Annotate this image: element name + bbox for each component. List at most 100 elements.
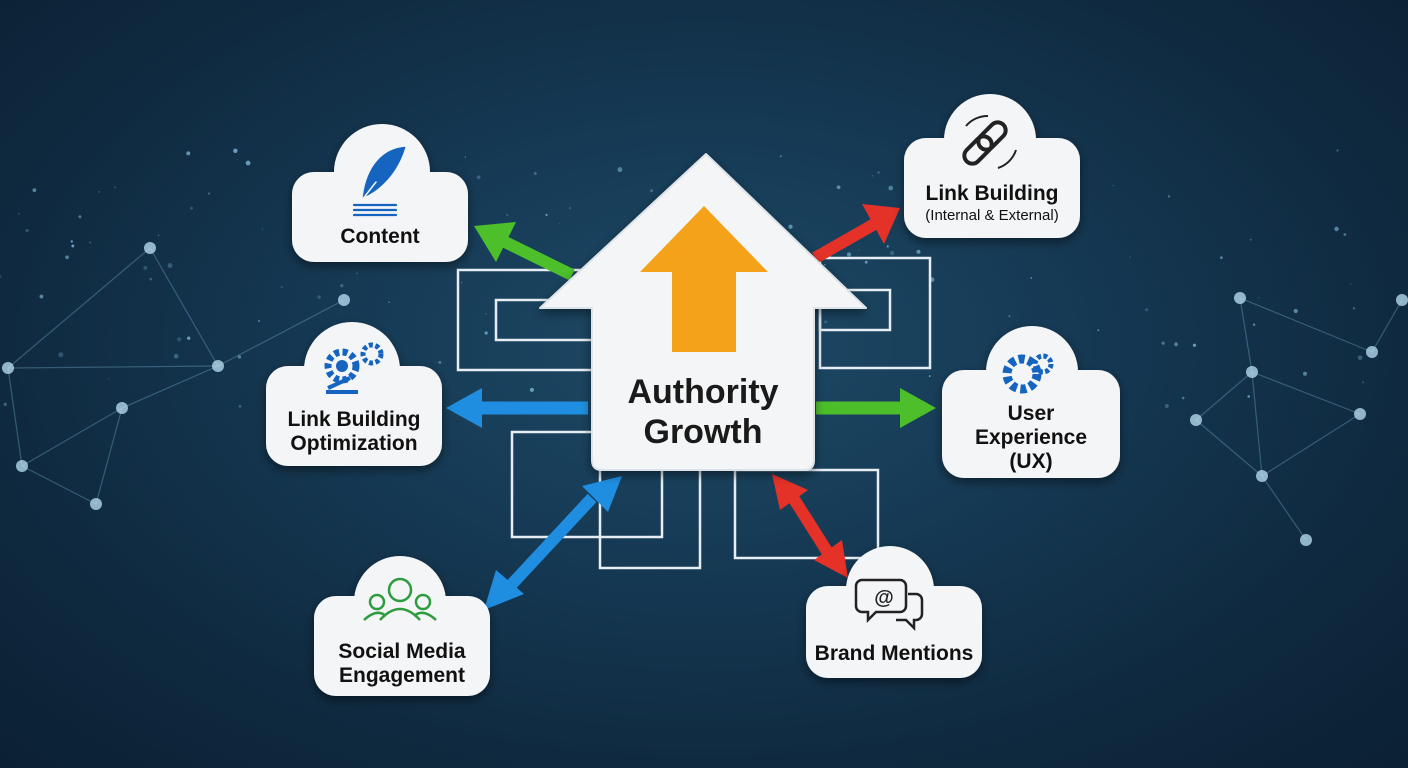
network-edge	[149, 247, 219, 367]
light-particle	[58, 352, 64, 358]
light-particle	[858, 249, 860, 251]
content-label: Content	[296, 225, 464, 249]
light-particle	[1112, 184, 1114, 187]
light-particle	[280, 286, 283, 289]
light-particle	[157, 234, 160, 237]
network-node	[116, 402, 128, 414]
user-experience-line2: Experience	[974, 426, 1088, 449]
light-particle	[238, 404, 242, 408]
user-experience-label: User Experience (UX)	[942, 402, 1120, 474]
link-building-sublabel: (Internal & External)	[925, 207, 1059, 224]
light-particle	[18, 213, 20, 215]
light-particle	[460, 282, 463, 284]
network-edge	[1261, 413, 1361, 477]
light-particle	[78, 215, 82, 219]
arrow-social-media-bidirectional	[484, 476, 622, 610]
light-particle	[107, 378, 110, 380]
center-title: Authority Growth	[592, 372, 814, 452]
light-particle	[824, 264, 826, 266]
light-particle	[1097, 329, 1100, 332]
user-experience-line1: User	[1007, 402, 1055, 425]
brand-mentions-label-text: Brand Mentions	[814, 642, 974, 665]
network-node	[1256, 470, 1268, 482]
light-particle	[1167, 195, 1171, 198]
light-particle	[871, 175, 874, 177]
center-title-line2: Growth	[643, 413, 763, 451]
light-particle	[545, 213, 548, 217]
light-particle	[1145, 308, 1149, 312]
cloud-brand-mentions	[806, 546, 982, 678]
network-edge	[21, 465, 97, 505]
light-particle	[529, 387, 534, 392]
light-particle	[1362, 381, 1365, 384]
light-particle	[340, 284, 344, 288]
gear-icon	[1002, 353, 1054, 394]
network-node	[1366, 346, 1378, 358]
arrow-to-link-building-optimization	[446, 388, 588, 428]
light-particle	[71, 244, 75, 248]
light-particle	[1336, 149, 1339, 152]
light-particle	[888, 185, 894, 191]
light-particle	[484, 331, 488, 335]
network-edge	[7, 367, 23, 467]
light-particle	[186, 151, 191, 156]
light-particle	[0, 275, 2, 279]
social-media-label: Social Media Engagement	[314, 640, 490, 688]
light-particle	[1174, 342, 1178, 347]
light-particle	[39, 294, 44, 299]
link-building-optimization-line2: Optimization	[290, 432, 418, 455]
light-particle	[3, 402, 8, 407]
light-particle	[257, 319, 260, 322]
network-edge	[1195, 371, 1253, 421]
network-node	[144, 242, 156, 254]
light-particle	[356, 272, 358, 274]
light-particle	[485, 313, 487, 315]
light-particle	[208, 192, 211, 195]
network-node	[1190, 414, 1202, 426]
light-particle	[143, 265, 148, 270]
network-edge	[7, 365, 219, 369]
light-particle	[877, 171, 880, 174]
light-particle	[1334, 226, 1339, 232]
chain-link-icon	[962, 114, 1017, 169]
light-particle	[388, 301, 390, 303]
arrow-to-link-building	[812, 204, 900, 264]
light-particle	[464, 156, 467, 158]
growth-arrow-icon	[640, 206, 768, 352]
light-particle	[149, 277, 153, 281]
network-edge	[217, 299, 345, 367]
light-particle	[1357, 355, 1363, 361]
light-particle	[1303, 371, 1307, 376]
network-edge	[21, 407, 123, 467]
social-media-line2: Engagement	[338, 664, 466, 687]
light-particle	[533, 171, 537, 176]
light-particle	[916, 249, 921, 254]
light-particle	[506, 214, 509, 217]
network-edge	[1371, 299, 1403, 353]
link-building-label-text: Link Building	[925, 182, 1059, 205]
light-particle	[1161, 341, 1165, 345]
network-edge	[7, 247, 151, 369]
light-particle	[167, 263, 173, 268]
arrow-to-content	[474, 222, 575, 281]
network-edge	[1195, 419, 1263, 477]
light-particle	[176, 337, 182, 342]
gears-icon	[324, 342, 384, 394]
light-particle	[89, 241, 92, 244]
light-particle	[317, 295, 321, 299]
brand-mentions-label: Brand Mentions	[806, 642, 982, 666]
light-particle	[70, 240, 73, 243]
network-node	[1396, 294, 1408, 306]
light-particle	[1352, 307, 1356, 310]
light-particle	[928, 375, 931, 378]
network-node	[1300, 534, 1312, 546]
network-node	[2, 362, 14, 374]
light-particle	[1030, 276, 1033, 279]
network-node	[212, 360, 224, 372]
light-particle	[237, 355, 242, 359]
light-particle	[1343, 233, 1347, 236]
light-particle	[1129, 256, 1131, 258]
light-particle	[1181, 396, 1185, 400]
network-edge	[1251, 371, 1361, 415]
